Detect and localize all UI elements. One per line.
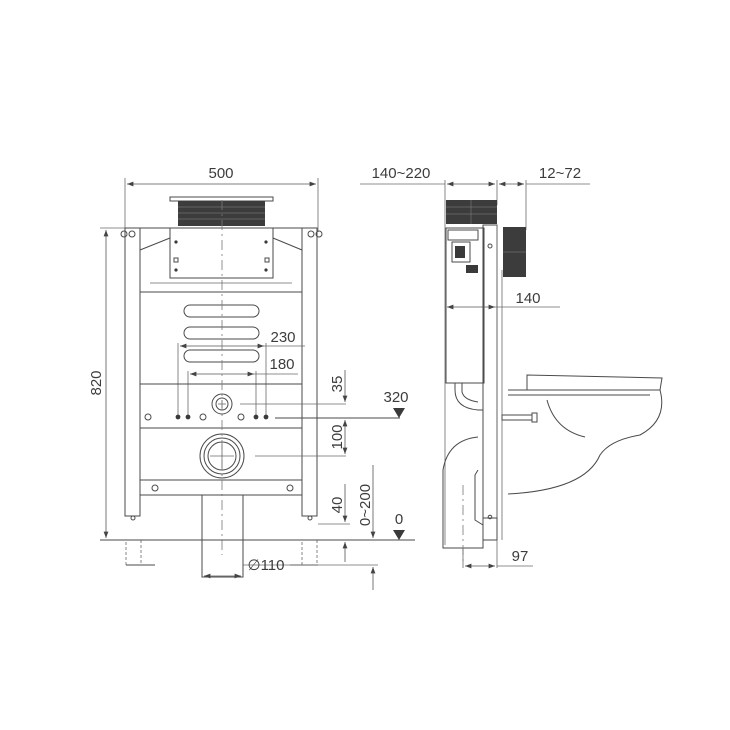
front-view: 500 820 xyxy=(88,165,415,590)
dim-flush-inner-spacing: 180 xyxy=(269,356,294,373)
dim-waste-offset: 97 xyxy=(512,548,529,565)
level-upper: 320 xyxy=(383,389,408,406)
dim-depth-range: 140~220 xyxy=(372,165,431,182)
level-marker-0 xyxy=(393,530,405,540)
dim-floor-to-bar: 40 xyxy=(329,497,346,514)
dim-flush-outer-spacing: 230 xyxy=(270,329,295,346)
level-floor: 0 xyxy=(395,511,403,528)
dim-waste-diameter: ∅110 xyxy=(248,557,285,574)
level-marker-320 xyxy=(393,408,405,418)
dim-waste-below-flush: 100 xyxy=(329,424,346,449)
dim-overall-width: 500 xyxy=(208,165,233,182)
dim-panel-range: 12~72 xyxy=(539,165,581,182)
dim-frame-depth: 140 xyxy=(515,290,540,307)
flush-plate-grille xyxy=(169,196,274,226)
dim-floor-adjust: 0~200 xyxy=(357,484,374,526)
dim-flush-pipe-offset: 35 xyxy=(329,376,346,393)
dim-overall-height: 820 xyxy=(88,370,105,395)
side-view: 140~220 12~72 140 xyxy=(360,165,663,569)
